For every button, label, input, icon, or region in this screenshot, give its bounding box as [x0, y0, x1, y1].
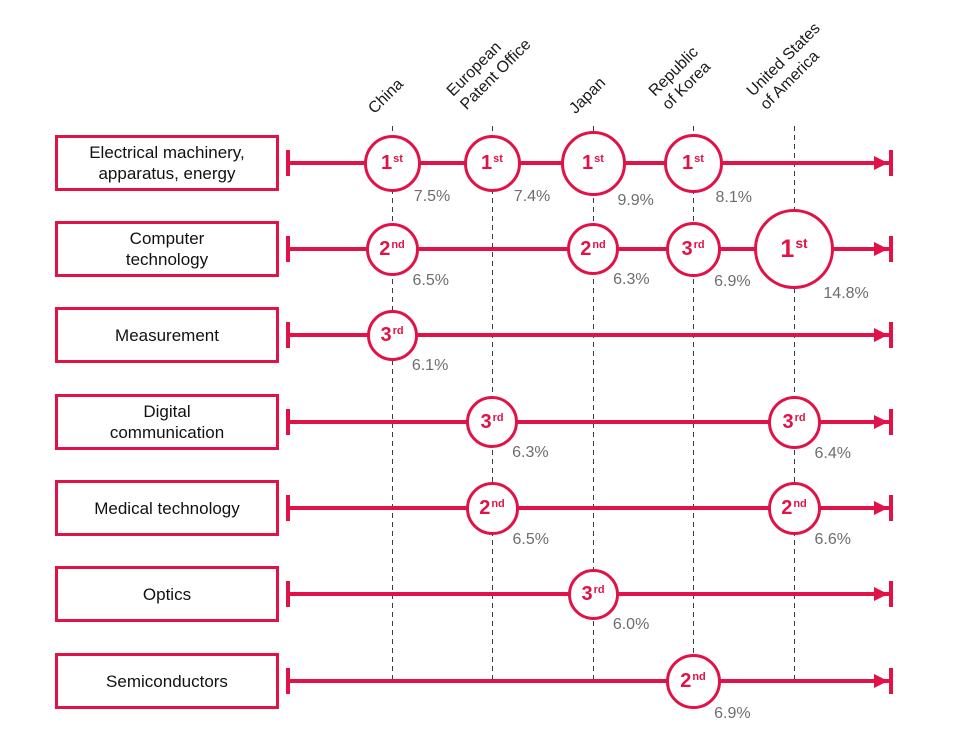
share-label: 6.9% — [714, 704, 751, 722]
share-label: 6.9% — [714, 272, 751, 290]
axis-start-cap — [286, 150, 290, 176]
share-label: 6.5% — [512, 530, 549, 548]
axis-start-cap — [286, 409, 290, 435]
axis-arrowhead-icon — [874, 415, 888, 429]
rank-bubble-china: 2nd — [365, 222, 419, 276]
row-label-box: Computer technology — [55, 221, 279, 277]
share-label: 8.1% — [715, 188, 752, 206]
share-label: 6.3% — [512, 444, 549, 461]
column-label-japan: Japan — [566, 74, 610, 118]
column-dashed-line-republic-of-korea — [692, 126, 694, 682]
share-label: 14.8% — [823, 285, 869, 302]
rank-text: 1st — [481, 152, 503, 174]
column-label-united-states-of-america: United States of America — [743, 19, 824, 114]
rank-text: 3rd — [380, 324, 404, 346]
axis-end-cap — [889, 236, 893, 262]
share-label: 7.5% — [413, 187, 451, 205]
column-label-european-patent-office: European Patent Office — [443, 36, 535, 114]
row-axis-line — [288, 333, 893, 337]
row-label-box: Medical technology — [55, 480, 279, 536]
rank-bubble-republic-of-korea: 3rd — [665, 221, 721, 277]
column-dashed-line-china — [391, 126, 393, 682]
axis-start-cap — [286, 322, 290, 348]
axis-end-cap — [889, 495, 893, 521]
share-label: 7.4% — [513, 187, 551, 205]
rank-bubble-european-patent-office: 1st — [463, 134, 521, 192]
rank-text: 3rd — [480, 411, 504, 433]
rank-bubble-united-states-of-america: 1st — [754, 209, 834, 289]
axis-start-cap — [286, 581, 290, 607]
rank-bubble-japan: 2nd — [567, 223, 619, 275]
axis-arrowhead-icon — [874, 501, 888, 515]
row-label-box: Semiconductors — [55, 653, 279, 709]
share-label: 6.0% — [612, 615, 650, 633]
rank-text: 3rd — [681, 238, 705, 260]
rank-text: 2nd — [781, 497, 807, 519]
rank-bubble-japan: 1st — [560, 130, 626, 196]
rank-text: 3rd — [782, 411, 806, 433]
axis-arrowhead-icon — [874, 328, 888, 342]
axis-arrowhead-icon — [874, 242, 888, 256]
rank-bubble-china: 1st — [363, 134, 421, 192]
axis-start-cap — [286, 495, 290, 521]
axis-end-cap — [889, 581, 893, 607]
column-label-republic-of-korea: Republic of Korea — [645, 43, 715, 114]
share-label: 6.3% — [613, 271, 650, 288]
axis-arrowhead-icon — [874, 156, 888, 170]
rank-bubble-united-states-of-america: 3rd — [767, 395, 821, 449]
rank-text: 1st — [381, 152, 403, 174]
rank-text: 2nd — [680, 670, 706, 692]
row-label-box: Optics — [55, 566, 279, 622]
axis-end-cap — [889, 409, 893, 435]
row-label-box: Digital communication — [55, 394, 279, 450]
axis-end-cap — [889, 150, 893, 176]
axis-start-cap — [286, 236, 290, 262]
row-axis-line — [288, 679, 893, 683]
rank-bubble-japan: 3rd — [567, 568, 619, 620]
rank-text: 1st — [682, 152, 704, 174]
rank-text: 2nd — [580, 238, 606, 260]
rank-bubble-china: 3rd — [366, 309, 418, 361]
rank-text: 1st — [780, 234, 808, 263]
axis-start-cap — [286, 668, 290, 694]
row-axis-line — [288, 420, 893, 424]
rank-bubble-republic-of-korea: 1st — [663, 133, 723, 193]
share-label: 6.6% — [814, 530, 851, 548]
share-label: 6.5% — [412, 271, 449, 289]
axis-end-cap — [889, 322, 893, 348]
axis-arrowhead-icon — [874, 587, 888, 601]
axis-arrowhead-icon — [874, 674, 888, 688]
rank-bubble-united-states-of-america: 2nd — [767, 481, 821, 535]
row-label-box: Electrical machinery, apparatus, energy — [55, 135, 279, 191]
share-label: 9.9% — [617, 191, 654, 209]
row-label-box: Measurement — [55, 307, 279, 363]
row-axis-line — [288, 506, 893, 510]
rank-bubble-european-patent-office: 2nd — [465, 481, 519, 535]
rank-bubble-european-patent-office: 3rd — [466, 396, 518, 448]
share-label: 6.1% — [411, 356, 449, 374]
rank-bubble-republic-of-korea: 2nd — [665, 653, 721, 709]
rank-text: 1st — [582, 152, 604, 174]
column-dashed-line-japan — [592, 126, 594, 682]
rank-text: 2nd — [479, 497, 505, 519]
rank-text: 3rd — [581, 583, 605, 605]
rank-text: 2nd — [379, 238, 405, 260]
share-label: 6.4% — [814, 444, 851, 462]
column-label-china: China — [365, 75, 407, 118]
axis-end-cap — [889, 668, 893, 694]
